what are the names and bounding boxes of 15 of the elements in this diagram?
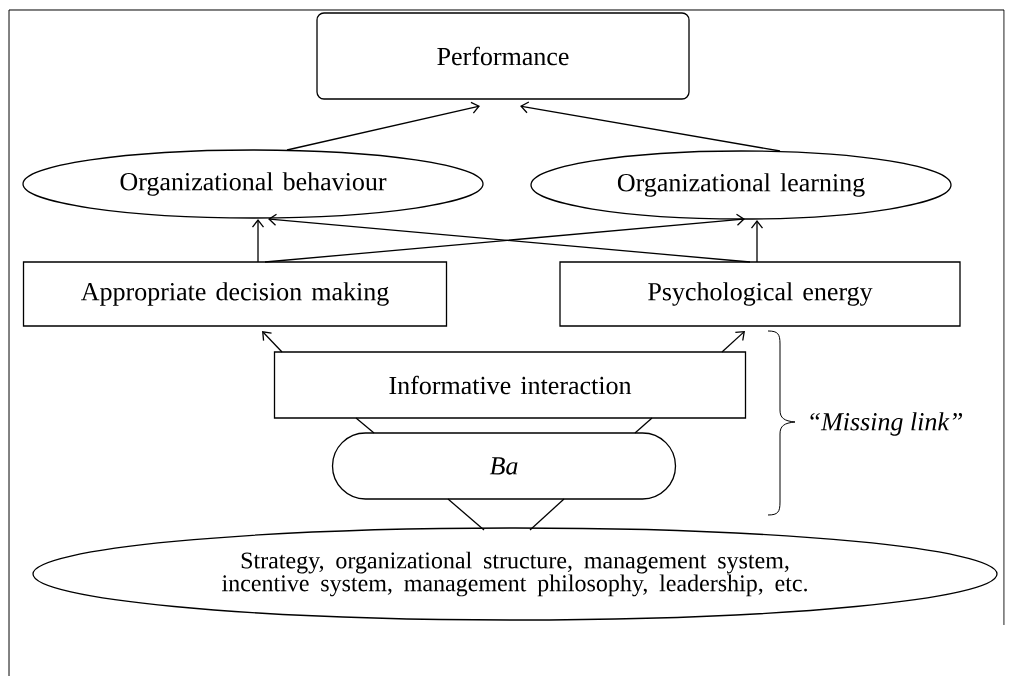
arrow [251, 219, 265, 263]
connector-line [529, 498, 565, 531]
connector-line [355, 417, 375, 434]
connector-line [634, 417, 653, 434]
process-box: Informative interaction [273, 351, 747, 419]
result-box: Performance [316, 12, 690, 100]
process-box: Appropriate decision making [22, 261, 448, 327]
arrow [750, 220, 764, 263]
connector-line [447, 498, 485, 531]
process-box: Psychological energy [559, 261, 961, 327]
arrow [262, 331, 283, 353]
arrow [520, 101, 781, 152]
arrow [286, 101, 480, 151]
bracket-label: “Missing link” [810, 412, 963, 436]
arrow [721, 331, 745, 353]
